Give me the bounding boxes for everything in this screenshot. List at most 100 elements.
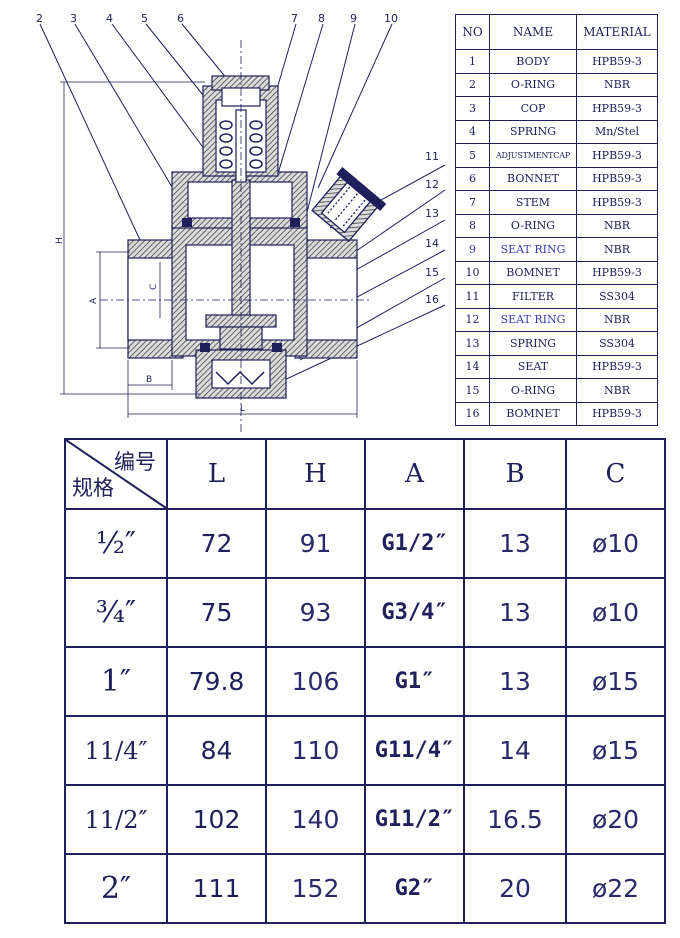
part-material: HPB59-3 [576, 49, 658, 74]
spec-h: 140 [265, 784, 366, 855]
spec-header-row: 编号 规格 L H A B C [64, 438, 666, 510]
part-no: 16 [455, 401, 490, 426]
spec-b: 14 [463, 715, 567, 786]
dim-a-label: A [89, 297, 99, 304]
spec-a: G1″ [364, 646, 465, 717]
callout-5: 5 [141, 12, 148, 25]
part-no: 14 [455, 354, 490, 379]
spec-b: 20 [463, 853, 567, 924]
spec-b: 13 [463, 646, 567, 717]
spec-a: G1/2″ [364, 508, 465, 579]
part-no: 8 [455, 213, 490, 238]
spec-h: 91 [265, 508, 366, 579]
part-name: SPRING [489, 331, 577, 356]
spec-a: G3/4″ [364, 577, 465, 648]
part-material: NBR [576, 307, 658, 332]
callout-10: 10 [384, 12, 398, 25]
part-no: 11 [455, 284, 490, 309]
spec-size: 11/4″ [64, 715, 168, 786]
callout-8: 8 [318, 12, 325, 25]
leader-9 [304, 23, 356, 221]
table-row: 1″ 79.8 106 G1″ 13 ø15 [64, 646, 666, 717]
leader-3 [74, 23, 176, 193]
part-no: 9 [455, 237, 490, 262]
spec-c: ø20 [565, 784, 666, 855]
spec-size: 11/2″ [64, 784, 168, 855]
spec-h: 110 [265, 715, 366, 786]
spec-header-h: H [265, 438, 366, 510]
part-name: SPRING [489, 119, 577, 144]
spec-c: ø15 [565, 646, 666, 717]
part-material: NBR [576, 213, 658, 238]
part-name: FILTER [489, 284, 577, 309]
upper-spring [219, 120, 263, 169]
leader-8 [269, 23, 324, 201]
part-material: NBR [576, 72, 658, 97]
dim-b-label: B [146, 375, 152, 385]
part-name: ADJUSTMENTCAP [489, 143, 577, 168]
table-row: ½″ 72 91 G1/2″ 13 ø10 [64, 508, 666, 579]
callout-4: 4 [106, 12, 113, 25]
part-material: HPB59-3 [576, 401, 658, 426]
callout-14: 14 [425, 237, 439, 250]
part-name: SEAT RING [489, 237, 577, 262]
leader-10 [317, 23, 393, 189]
spec-b: 16.5 [463, 784, 567, 855]
spec-size: 1″ [64, 646, 168, 717]
leader-6 [181, 23, 233, 86]
part-material: SS304 [576, 284, 658, 309]
spec-l: 79.8 [166, 646, 267, 717]
spec-c: ø10 [565, 577, 666, 648]
dim-h-label: H [55, 237, 65, 244]
callout-3: 3 [70, 12, 77, 25]
dim-l-label: L [240, 404, 245, 414]
part-no: 13 [455, 331, 490, 356]
part-no: 12 [455, 307, 490, 332]
valve-cross-section-drawing: 2 3 4 5 6 7 8 9 10 11 12 13 14 15 16 [36, 12, 446, 432]
part-no: 7 [455, 190, 490, 215]
spec-h: 93 [265, 577, 366, 648]
spec-header-l: L [166, 438, 267, 510]
spec-corner-top-label: 编号 [114, 450, 156, 474]
part-name: BOMNET [489, 401, 577, 426]
spec-l: 75 [166, 577, 267, 648]
spec-a: G11/4″ [364, 715, 465, 786]
spec-size: 2″ [64, 853, 168, 924]
part-material: HPB59-3 [576, 143, 658, 168]
part-material: HPB59-3 [576, 190, 658, 215]
spec-c: ø22 [565, 853, 666, 924]
part-name: SEAT [489, 354, 577, 379]
part-name: BONNET [489, 166, 577, 191]
part-material: HPB59-3 [576, 166, 658, 191]
spec-l: 102 [166, 784, 267, 855]
spec-b: 13 [463, 577, 567, 648]
callout-13: 13 [425, 207, 439, 220]
callout-16: 16 [425, 293, 439, 306]
callout-11: 11 [425, 150, 439, 163]
part-no: 5 [455, 143, 490, 168]
spec-size: ¾″ [64, 577, 168, 648]
spec-h: 106 [265, 646, 366, 717]
part-no: 10 [455, 260, 490, 285]
dim-c-label: C [149, 284, 159, 290]
part-material: NBR [576, 237, 658, 262]
spec-corner-cell: 编号 规格 [64, 438, 168, 510]
corner-diagonal [66, 440, 166, 508]
part-name: O-RING [489, 72, 577, 97]
callout-7: 7 [291, 12, 298, 25]
spec-header-c: C [565, 438, 666, 510]
part-material: SS304 [576, 331, 658, 356]
parts-header-name: NAME [489, 14, 577, 50]
spec-l: 72 [166, 508, 267, 579]
part-no: 1 [455, 49, 490, 74]
